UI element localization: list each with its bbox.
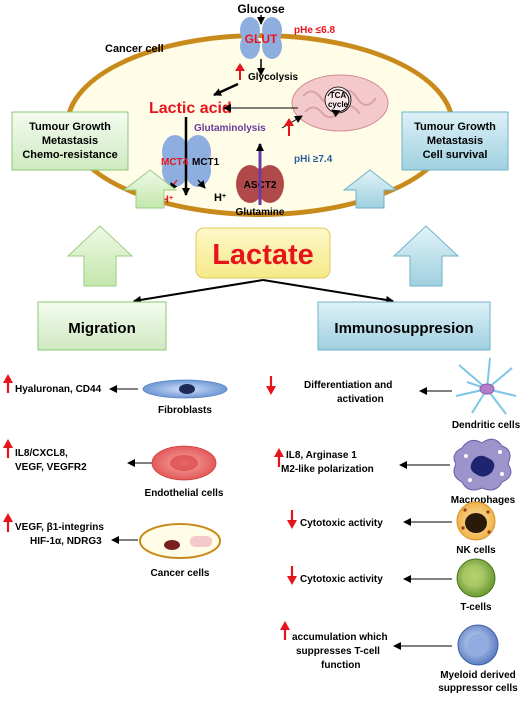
mdsc-label-2: suppressor cells [438, 683, 518, 694]
migration-box [37, 301, 167, 351]
mct-transporter [162, 135, 211, 187]
fibroblasts-label: Fibroblasts [158, 405, 212, 416]
left-big-up-arrow [66, 225, 134, 287]
tca-cycle-icon [327, 89, 350, 118]
right-outcome-3: Cell survival [423, 149, 488, 161]
mdsc-effect-3: function [321, 660, 360, 671]
macrophage-effect-1: IL8, Arginase 1 [286, 450, 357, 461]
dendritic-effect-2: activation [337, 394, 384, 405]
up-arrow-fibroblasts [3, 374, 13, 393]
right-small-up-arrow [342, 169, 398, 209]
right-outcome-2: Metastasis [427, 135, 483, 147]
glycolysis-up-arrow [235, 63, 245, 80]
nk-label: NK cells [456, 545, 496, 556]
glutaminolysis-up-arrow [284, 118, 294, 136]
left-outcome-box [11, 111, 129, 171]
down-arrow-nk [287, 510, 297, 529]
up-arrow-mdsc [280, 621, 290, 640]
phe-label: pHe ≤6.8 [294, 25, 335, 36]
mdsc-effect-1: accumulation which [292, 632, 388, 643]
cancer-cells-label: Cancer cells [151, 568, 210, 579]
glycolysis-label: Glycolysis [248, 72, 298, 83]
glut-label: GLUT [245, 32, 278, 46]
phi-label: pHi ≥7.4 [294, 154, 333, 165]
tcell-label: T-cells [460, 602, 492, 613]
glycolysis-to-lactic-arrow [213, 82, 239, 97]
cancer-effect-2: HIF-1α, NDRG3 [30, 536, 102, 547]
immunosuppression-box [317, 301, 491, 351]
right-outcome-1: Tumour Growth [414, 121, 496, 133]
tcell-effect-1: Cytotoxic activity [300, 574, 383, 585]
right-outcome-box [401, 111, 509, 171]
down-arrow-dendritic [266, 376, 276, 395]
dendritic-effect-1: Differentiation and [304, 380, 392, 391]
lactate-box [195, 227, 331, 279]
down-arrow-tcells [287, 566, 297, 585]
immunosuppression-label: Immunosuppresion [334, 320, 473, 337]
macrophage-cell-icon [453, 438, 512, 491]
lactate-to-migration-arrow [133, 279, 264, 304]
lactic-acid-label: Lactic acid [149, 100, 232, 117]
lactate-label: Lactate [212, 239, 314, 271]
nk-cell-icon [456, 501, 496, 541]
cancer-cell-icon [139, 523, 221, 559]
tca-label-2: cycle [328, 100, 349, 109]
glut-transporter [240, 17, 282, 59]
tcell-icon [456, 558, 496, 598]
h-plus-left-label: H+ [161, 194, 173, 206]
cancer-effect-1: VEGF, β1-integrins [15, 522, 104, 533]
left-outcome-2: Metastasis [42, 135, 98, 147]
left-outcome-3: Chemo-resistance [22, 149, 117, 161]
nk-effect-1: Cytotoxic activity [300, 518, 383, 529]
right-big-up-arrow [392, 225, 460, 287]
endothelial-effect-2: VEGF, VEGFR2 [15, 462, 87, 473]
macrophage-effect-2: M2-like polarization [281, 464, 374, 475]
endothelial-cell-icon [151, 445, 217, 481]
dendritic-label: Dendritic cells [452, 420, 520, 431]
glutaminolysis-label: Glutaminolysis [194, 123, 266, 134]
tca-label-1: TCA [330, 91, 347, 100]
macrophage-label: Macrophages [451, 495, 516, 506]
up-arrow-endothelial [3, 439, 13, 458]
migration-label: Migration [68, 320, 136, 337]
left-small-up-arrow [122, 169, 178, 209]
mct4-label: MCT4 [161, 157, 189, 168]
glutamine-label: Glutamine [236, 207, 285, 218]
h-plus-right-label: H+ [214, 192, 226, 204]
endothelial-effect-1: IL8/CXCL8, [15, 448, 68, 459]
mdsc-label-1: Myeloid derived [440, 670, 516, 681]
dendritic-cell-icon [455, 357, 517, 415]
lactate-to-immuno-arrow [262, 279, 394, 304]
h-out-arrow-right [197, 179, 206, 189]
glucose-label: Glucose [237, 2, 285, 16]
fibroblast-cell-icon [142, 379, 228, 399]
mdsc-effect-2: suppresses T-cell [296, 646, 380, 657]
up-arrow-cancer-cells [3, 513, 13, 532]
fibroblasts-effect-1: Hyaluronan, CD44 [15, 384, 102, 395]
asct2-transporter [236, 165, 284, 203]
endothelial-label: Endothelial cells [145, 488, 224, 499]
up-arrow-macrophages [274, 448, 284, 467]
mdsc-cell-icon [457, 624, 499, 666]
left-outcome-1: Tumour Growth [29, 121, 111, 133]
cancer-cell-label: Cancer cell [105, 43, 164, 55]
mct1-label: MCT1 [192, 157, 220, 168]
